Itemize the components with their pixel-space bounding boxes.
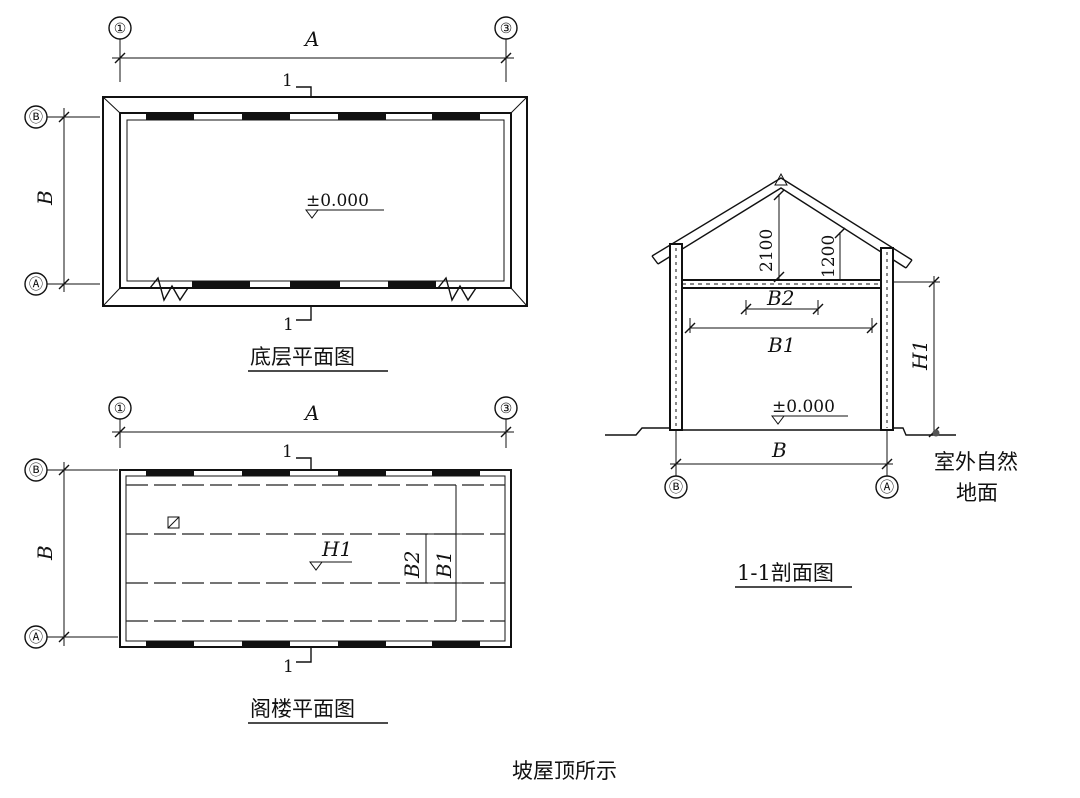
section-mark-top: 1 (282, 71, 312, 97)
axis-bubble-a: Ⓐ (24, 272, 48, 296)
svg-text:A: A (303, 401, 319, 425)
section-roof (651, 172, 913, 269)
svg-text:Ⓑ: Ⓑ (29, 463, 43, 479)
svg-text:1: 1 (282, 71, 293, 91)
attic-plan-windows (146, 470, 480, 647)
section-title: 1-1剖面图 (735, 561, 852, 588)
axis-bubble-1: ① (108, 396, 132, 420)
svg-text:1200: 1200 (819, 235, 839, 278)
axis-bubble-b: Ⓑ (24, 458, 48, 482)
svg-text:Ⓑ: Ⓑ (29, 110, 43, 126)
dimension-a: A (112, 27, 514, 64)
svg-text:H1: H1 (321, 537, 352, 561)
svg-text:B1: B1 (767, 333, 795, 357)
floor-plan: ① ③ A Ⓑ Ⓐ B (24, 16, 528, 372)
section-level-mark: ±0.000 (771, 397, 848, 425)
floor-plan-doors (149, 276, 477, 302)
svg-text:A: A (303, 27, 319, 51)
svg-text:±0.000: ±0.000 (772, 397, 835, 417)
svg-text:±0.000: ±0.000 (306, 191, 369, 211)
section-dim-b2: B2 (740, 286, 824, 315)
axis-bubble-b: Ⓑ (664, 475, 688, 499)
axis-bubble-b: Ⓑ (24, 105, 48, 129)
section-mark-bottom: 1 (283, 647, 312, 677)
attic-dimension-b1-b2: B2 B1 (400, 485, 462, 621)
section-mark-bottom: 1 (283, 306, 312, 335)
svg-text:阁楼平面图: 阁楼平面图 (250, 697, 355, 721)
figure-caption: 坡屋顶所示 (512, 759, 617, 783)
ground-label: 室外自然 地面 (934, 450, 1018, 505)
attic-floor-slab (681, 279, 882, 289)
floor-level-mark: ±0.000 (305, 191, 384, 219)
svg-text:2100: 2100 (757, 229, 777, 272)
svg-text:Ⓐ: Ⓐ (880, 480, 894, 496)
section-dim-b1: B1 (684, 318, 878, 357)
axis-bubble-a: Ⓐ (24, 625, 48, 649)
attic-plan: ① ③ A Ⓑ Ⓐ B (24, 396, 518, 724)
section-dim-b: B (670, 430, 893, 476)
svg-text:1: 1 (283, 315, 294, 335)
svg-text:1: 1 (283, 657, 294, 677)
attic-plan-walls (119, 469, 512, 648)
svg-text:B1: B1 (432, 551, 456, 579)
svg-text:底层平面图: 底层平面图 (250, 345, 355, 369)
section-height-dims: 2100 1200 (757, 189, 846, 283)
svg-text:①: ① (114, 401, 127, 417)
svg-text:1: 1 (282, 442, 293, 462)
svg-text:地面: 地面 (956, 481, 998, 505)
svg-text:B: B (33, 545, 57, 561)
svg-text:室外自然: 室外自然 (934, 450, 1018, 474)
svg-text:Ⓐ: Ⓐ (29, 277, 43, 293)
floor-plan-walls (102, 96, 528, 307)
svg-text:Ⓑ: Ⓑ (669, 480, 683, 496)
svg-text:H1: H1 (908, 340, 932, 371)
section-mark-top: 1 (282, 442, 312, 470)
dimension-b: B (33, 108, 70, 292)
svg-text:③: ③ (500, 21, 513, 37)
svg-text:③: ③ (500, 401, 513, 417)
axis-bubble-1: ① (108, 16, 132, 40)
svg-text:①: ① (114, 21, 127, 37)
attic-hatch (167, 516, 180, 529)
section-1-1: 2100 1200 B2 B1 H1 (605, 172, 1018, 588)
svg-text:B2: B2 (766, 286, 794, 310)
dimension-b: B (33, 462, 70, 646)
dimension-a: A (112, 401, 514, 438)
svg-text:B: B (771, 438, 787, 462)
attic-plan-title: 阁楼平面图 (248, 697, 388, 724)
svg-text:Ⓐ: Ⓐ (29, 630, 43, 646)
axis-bubble-3: ③ (494, 396, 518, 420)
axis-bubble-3: ③ (494, 16, 518, 40)
svg-text:B2: B2 (400, 551, 424, 579)
section-ground (605, 427, 956, 437)
attic-level-mark: H1 (309, 537, 352, 571)
floor-plan-title: 底层平面图 (248, 345, 388, 372)
section-dim-h1: H1 (893, 276, 940, 438)
svg-text:1-1剖面图: 1-1剖面图 (737, 561, 834, 585)
axis-bubble-a: Ⓐ (875, 475, 899, 499)
svg-text:B: B (33, 190, 57, 206)
floor-plan-windows (146, 113, 480, 288)
